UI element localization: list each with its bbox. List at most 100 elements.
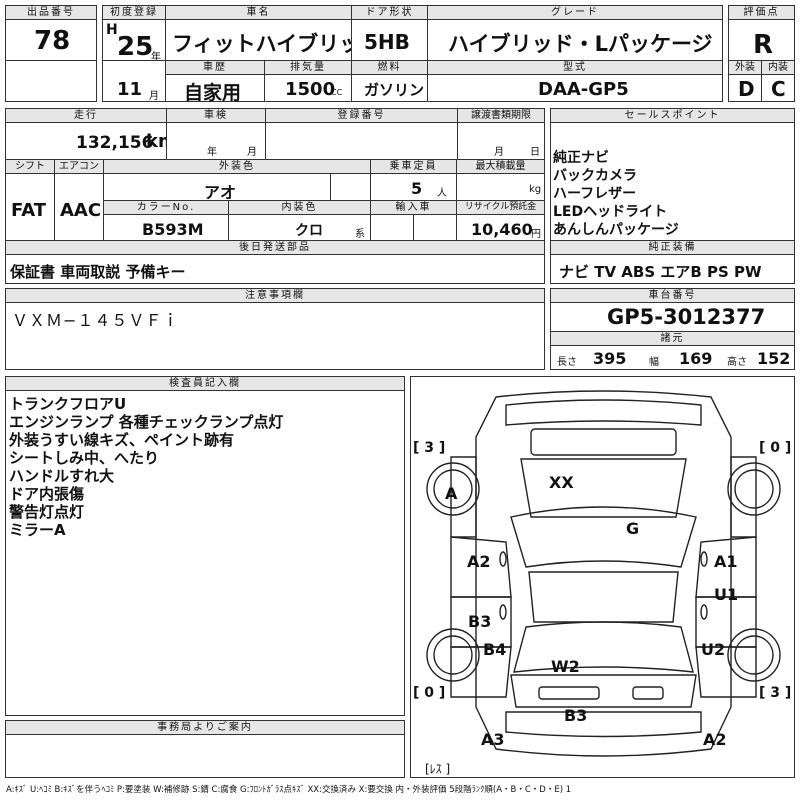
inspection-year-unit: 年 [207, 147, 217, 158]
car-name-cell: 車名 フィットハイブリッド [165, 5, 381, 61]
ext-grade-label: 外装 [729, 61, 761, 75]
color: アオ [204, 183, 237, 202]
tire-front-left-inner [433, 469, 473, 509]
notes-box: 注意事項欄 ＶＸＭ−１４５ＶＦｉ [5, 288, 545, 370]
displacement-unit: CC [331, 88, 343, 97]
tire-front-left [426, 462, 480, 516]
first-reg-label: 初度登録 [103, 6, 165, 20]
sales-points-title: セールスポイント [551, 109, 794, 123]
history-label: 車歴 [166, 61, 264, 75]
grade: ハイブリッド・Lパッケージ [448, 32, 713, 56]
length-label: 長さ [557, 357, 577, 368]
load-label: 最大積載量 [457, 160, 544, 174]
tire-front-right-inner [734, 469, 774, 509]
score-cell: 評価点 R [728, 5, 795, 61]
damage-b3-rear: B3 [564, 706, 588, 725]
lot-number: 78 [34, 26, 71, 56]
grade-label: グレード [428, 6, 722, 20]
inspection-cell: 車検 年 月 [166, 108, 266, 160]
mileage-label: 走行 [6, 109, 166, 123]
front-bumper [505, 399, 702, 426]
damage-a-left: A [445, 484, 458, 503]
history-cell: 車歴 自家用 [165, 60, 265, 104]
parts-title: 後日発送部品 [6, 241, 544, 255]
int-color-label: 内装色 [229, 201, 370, 215]
mirror-left [499, 551, 507, 567]
list-item: シートしみ中、へたり [9, 449, 160, 467]
int-grade: C [771, 77, 786, 101]
inspector-title: 検査員記入欄 [6, 377, 404, 391]
transfer-label: 譲渡書類期限 [458, 109, 544, 123]
damage-a2-left: A2 [467, 552, 491, 571]
windshield [510, 506, 697, 568]
inspector-list: トランクフロアU エンジンランプ 各種チェックランプ点灯 外装うすい線キズ、ペイ… [9, 395, 283, 539]
list-item: トランクフロアU [9, 395, 127, 413]
rear-bumper-right [632, 686, 664, 700]
tire-rear-left [426, 628, 480, 682]
year-unit: 年 [151, 52, 161, 63]
list-item: エンジンランプ 各種チェックランプ点灯 [9, 413, 284, 431]
list-item: あんしんパッケージ [553, 222, 679, 238]
first-reg-year: 25 [117, 32, 154, 62]
shift: FAT [11, 200, 47, 221]
car-diagram [426, 390, 781, 757]
mirror-right [700, 551, 708, 567]
tread-front-left: [ 3 ] [413, 440, 446, 456]
length: 395 [593, 349, 627, 368]
office-box: 事務局よりご案内 [5, 720, 405, 778]
damage-a1-right: A1 [714, 552, 738, 571]
list-item: ミラーA [9, 521, 66, 539]
roof [528, 571, 679, 623]
parts-text: 保証書 車両取説 予備キー [10, 263, 186, 281]
chassis-number: GP5-3012377 [607, 305, 766, 329]
damage-w2: W2 [551, 657, 580, 676]
left-front-fender [450, 456, 477, 538]
car-diagram-box: [ 3 ] [ 0 ] [ 0 ] [ 3 ] XX G A A2 A1 U1 … [410, 376, 795, 778]
body-outline [475, 390, 732, 757]
list-item: 外装うすい線キズ、ペイント跡有 [9, 431, 235, 449]
mileage-cell: 走行 132,156 km [5, 108, 177, 160]
capacity-unit: 人 [437, 188, 447, 199]
int-color-cell: 内装色 クロ 系 [228, 200, 371, 241]
color-no: B593M [142, 220, 204, 239]
int-grade-cell: 内装 C [761, 60, 795, 102]
displacement-label: 排気量 [265, 61, 351, 75]
tire-front-right [727, 462, 781, 516]
damage-b4: B4 [483, 640, 507, 659]
fuel-label: 燃料 [352, 61, 427, 75]
width: 169 [679, 349, 713, 368]
first-reg-month-cell: 11 月 [102, 60, 166, 102]
damage-xx: XX [549, 473, 574, 492]
notes-title: 注意事項欄 [6, 289, 544, 303]
inspection-month-unit: 月 [247, 147, 257, 158]
damage-u1: U1 [714, 585, 739, 604]
registration-label: 登録番号 [266, 109, 457, 123]
era: H [106, 22, 118, 38]
first-reg-cell: 初度登録 H 25 年 [102, 5, 166, 63]
color-divider [330, 174, 331, 202]
tire-rear-left-inner [433, 635, 473, 675]
shift-cell: シフト FAT [5, 159, 55, 241]
ext-grade: D [738, 77, 755, 101]
spare-tire: [ﾚｽ ] [425, 762, 451, 776]
damage-g: G [626, 519, 640, 538]
model: DAA-GP5 [538, 79, 629, 100]
transfer-month-unit: 月 [494, 147, 504, 158]
list-item: 純正ナビ [553, 150, 609, 166]
capacity-label: 乗車定員 [371, 160, 456, 174]
import-divider [413, 215, 414, 242]
fuel: ガソリン [364, 81, 425, 99]
rear-window [513, 621, 694, 673]
sales-points-box: セールスポイント 純正ナビ バックカメラ ハーフレザー LEDヘッドライト あん… [550, 108, 795, 241]
height: 152 [757, 349, 791, 368]
legend: A:ｷｽﾞ U:ﾍｺﾐ B:ｷｽﾞを伴うﾍｺﾐ P:要塗装 W:補修跡 S:錆 … [6, 785, 572, 795]
color-no-cell: カラーNo. B593M [103, 200, 229, 241]
list-item: LEDヘッドライト [553, 204, 668, 220]
rear-bumper-upper [538, 686, 600, 700]
list-item: ハーフレザー [553, 186, 637, 202]
capacity: 5 [411, 179, 423, 198]
notes-text: ＶＸＭ−１４５ＶＦｉ [12, 311, 180, 330]
mileage: 132,156 [76, 133, 154, 153]
load-cell: 最大積載量 kg [456, 159, 545, 201]
lot-number-cell: 出品番号 78 [5, 5, 97, 61]
